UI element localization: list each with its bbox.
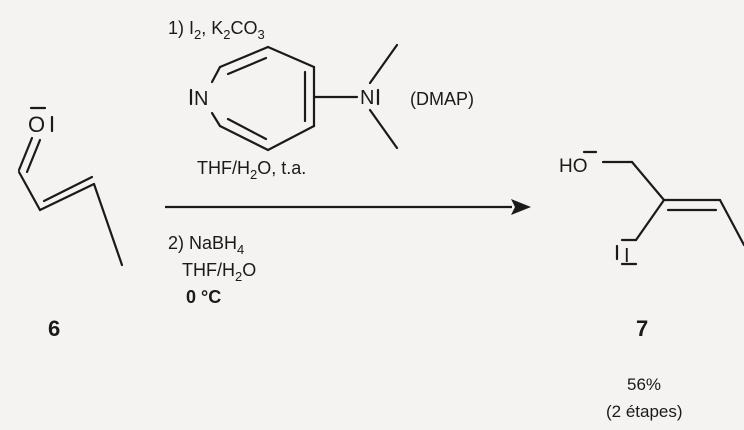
reagent-step2: 2) NaBH4 [168,233,244,257]
ring-bond [266,45,316,69]
reagent-temperature: 0 °C [186,287,221,307]
ring-bond [210,65,222,84]
c-i-bond [634,198,666,242]
ring-bond [210,111,222,128]
compound-6-structure: O 6 [17,106,124,341]
dmap-structure: N N (DMAP) [189,43,474,152]
dmap-ring-nitrogen: N [194,88,208,110]
n-methyl-bond [368,43,399,85]
reaction-arrow [165,199,531,215]
ring-bond [218,45,270,69]
compound-7-number: 7 [636,316,648,341]
yield-value: 56% [627,375,661,394]
ring-bond [266,124,316,152]
carbonyl-bond-second [25,138,42,174]
ring-bond [218,124,270,152]
n-methyl-bond [368,108,399,150]
arrow-head [511,199,531,215]
ring-double-bond [226,117,268,141]
dmap-label: (DMAP) [410,89,474,109]
carbonyl-bond [17,136,34,172]
compound-7-structure: HO I 7 [559,150,744,341]
reagent-step1: 1) I2, K2CO3 [168,18,265,42]
compound-6-number: 6 [48,316,60,341]
ethyl-bond [718,198,744,247]
compound-7-iodine-label: I [624,245,630,267]
ch2-c-bond [630,160,666,202]
alkene-bond-second [42,175,94,203]
compound-6-oxygen-label: O [28,112,45,137]
dmap-amine-nitrogen: N [360,87,374,109]
single-bond [17,170,42,212]
reagent-solvent1: THF/H2O, t.a. [197,158,306,182]
ring-double-bond [226,56,268,76]
alkene-bond [38,182,96,212]
methyl-bond [92,182,124,267]
yield-note: (2 étapes) [606,402,683,421]
compound-7-hydroxyl-label: HO [559,156,588,177]
reagent-solvent2: THF/H2O [182,260,256,284]
